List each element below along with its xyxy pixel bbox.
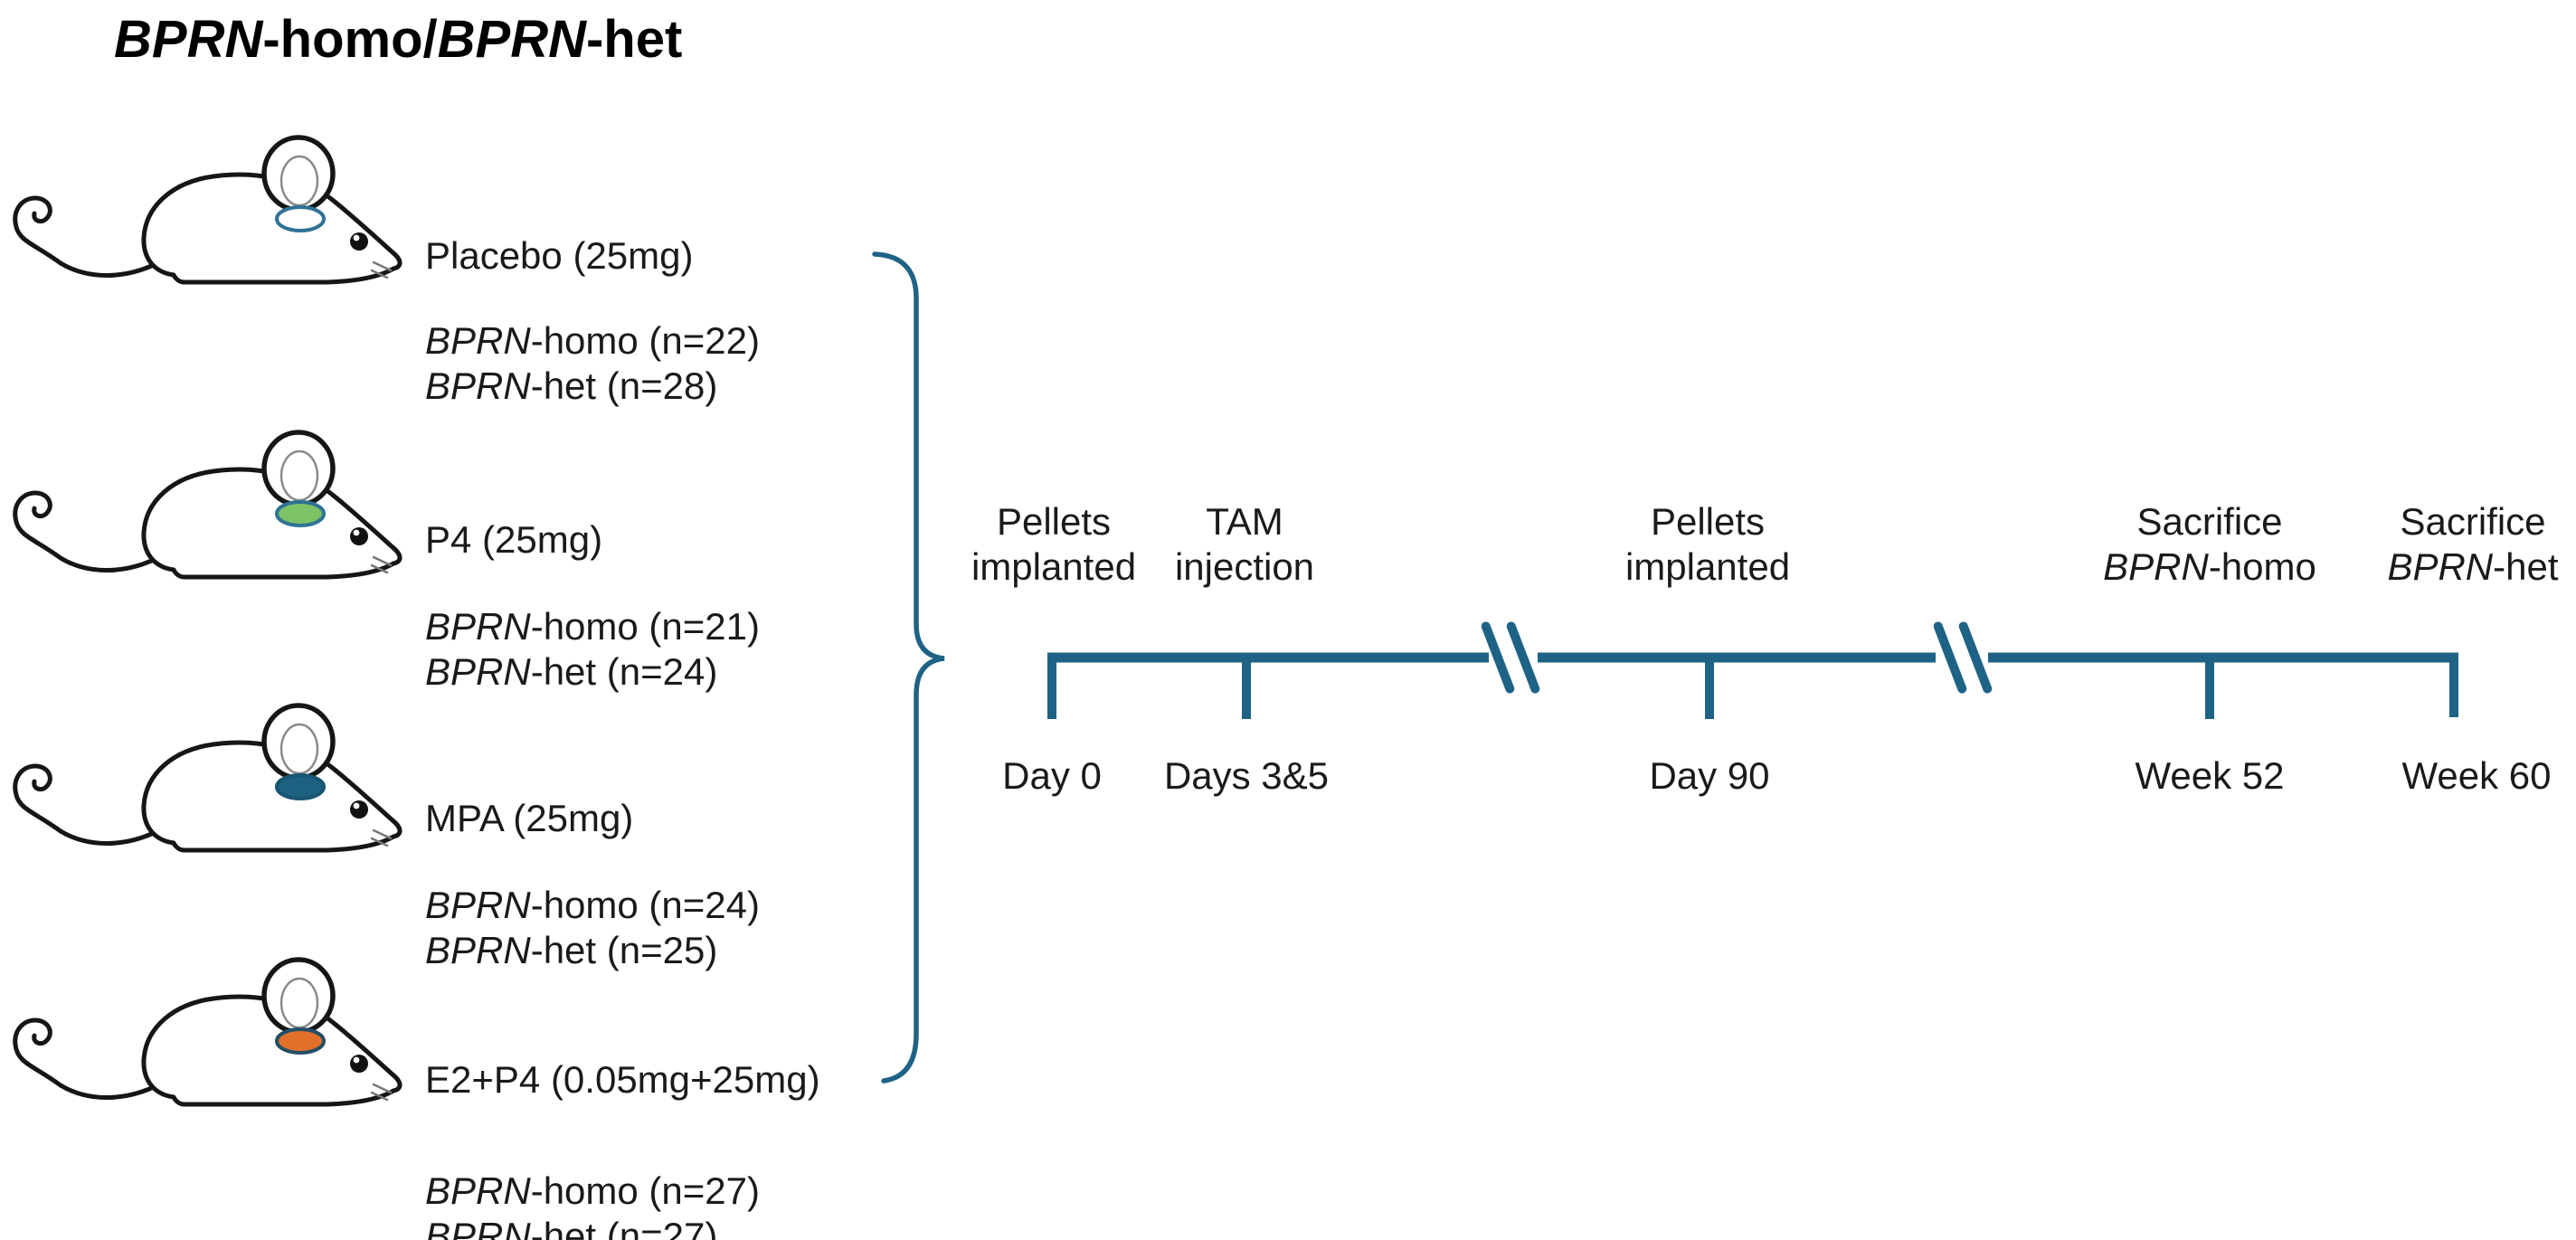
event-label-top: Pellets implanted	[1482, 496, 1934, 590]
event-label-top: Sacrifice BPRN-homo	[1984, 496, 2436, 590]
event-label-line1: Sacrifice	[2136, 500, 2283, 543]
axis-break-icon	[1481, 621, 1540, 694]
genotype-count-text: -homo (n=22)	[530, 319, 760, 362]
event-label-line2: BPRN-homo	[1984, 544, 2436, 590]
gene-symbol: BPRN	[425, 1215, 531, 1240]
pellet-icon	[275, 500, 326, 527]
treatment-label: P4 (25mg)	[425, 518, 603, 561]
gene-symbol: BPRN	[425, 364, 531, 407]
gene-symbol: BPRN	[425, 650, 531, 693]
gene-symbol: BPRN	[425, 929, 531, 971]
curly-brace	[872, 251, 945, 1084]
genotype-count-text: -het (n=24)	[530, 650, 718, 693]
genotype-counts: BPRN-homo (n=24) BPRN-het (n=25)	[425, 883, 760, 973]
genotype-count-line: BPRN-homo (n=27)	[425, 1169, 760, 1214]
event-label-top: Sacrifice BPRN-het	[2247, 496, 2576, 590]
event-label-line2: implanted	[828, 544, 1280, 590]
event-label-line2: injection	[1018, 544, 1471, 590]
event-label-bottom: Days 3&5	[1163, 754, 1330, 797]
genotype-count-line: BPRN-homo (n=22)	[425, 318, 760, 364]
treatment-label: Placebo (25mg)	[425, 234, 694, 277]
genotype-count-line: BPRN-het (n=27)	[425, 1214, 760, 1240]
mouse-illustration-placebo	[11, 137, 409, 286]
event-label-line1: TAM	[1206, 500, 1283, 543]
mouse-illustration-mpa	[11, 705, 409, 854]
genotype-count-text: -het (n=27)	[530, 1215, 718, 1240]
event-label-top: TAM injection	[1018, 496, 1471, 590]
event-label-text: -homo	[2208, 545, 2316, 588]
gene-symbol: BPRN	[2103, 545, 2209, 588]
gene-symbol: BPRN	[425, 1169, 531, 1212]
genotype-count-line: BPRN-het (n=28)	[425, 364, 760, 409]
event-label-line1: Sacrifice	[2400, 500, 2546, 543]
genotype-count-text: -het (n=25)	[530, 929, 718, 971]
treatment-label: MPA (25mg)	[425, 797, 634, 839]
genotype-count-line: BPRN-het (n=24)	[425, 649, 760, 695]
gene-symbol: BPRN	[2387, 545, 2494, 588]
event-label-text: implanted	[1624, 545, 1791, 588]
mouse-illustration-e2p4	[11, 959, 409, 1108]
genotype-counts: BPRN-homo (n=22) BPRN-het (n=28)	[425, 318, 760, 409]
title-end: -het	[585, 10, 683, 69]
genotype-count-text: -homo (n=21)	[530, 605, 760, 648]
event-label-text: implanted	[971, 545, 1137, 588]
event-label-line2: implanted	[1482, 544, 1934, 590]
event-label-text: -het	[2493, 545, 2559, 588]
event-label-bottom: Day 90	[1649, 754, 1770, 797]
genotype-count-line: BPRN-homo (n=21)	[425, 604, 760, 649]
treatment-label: E2+P4 (0.05mg+25mg)	[425, 1058, 820, 1101]
event-label-line1: Pellets	[1650, 500, 1766, 543]
pellet-icon	[275, 205, 326, 232]
title-mid: -homo/	[262, 10, 438, 69]
event-label-bottom: Week 60	[2401, 754, 2552, 797]
title-gene-1: BPRN	[114, 10, 263, 69]
gene-symbol: BPRN	[425, 319, 531, 362]
pellet-icon	[275, 1027, 326, 1055]
event-label-top: Pellets implanted	[828, 496, 1280, 590]
genotype-counts: BPRN-homo (n=27) BPRN-het (n=27)	[425, 1169, 760, 1240]
genotype-count-text: -het (n=28)	[530, 364, 718, 407]
event-label-bottom: Day 0	[1002, 754, 1102, 797]
genotype-count-line: BPRN-het (n=25)	[425, 928, 760, 973]
mouse-illustration-p4	[11, 431, 409, 581]
genotype-count-line: BPRN-homo (n=24)	[425, 883, 760, 928]
gene-symbol: BPRN	[425, 884, 531, 926]
genotype-count-text: -homo (n=24)	[530, 884, 760, 926]
event-label-line1: Pellets	[996, 500, 1112, 543]
axis-break-icon	[1933, 621, 1993, 694]
event-label-bottom: Week 52	[2135, 754, 2285, 797]
title-gene-2: BPRN	[437, 10, 586, 69]
event-label-line2: BPRN-het	[2247, 544, 2576, 590]
event-label-text: injection	[1174, 545, 1315, 588]
genotype-count-text: -homo (n=27)	[530, 1169, 760, 1212]
timeline-ticks	[1047, 653, 2458, 719]
gene-symbol: BPRN	[425, 605, 531, 648]
figure-title: BPRN-homo/BPRN-het	[114, 9, 682, 70]
genotype-counts: BPRN-homo (n=21) BPRN-het (n=24)	[425, 604, 760, 695]
pellet-icon	[275, 773, 326, 800]
